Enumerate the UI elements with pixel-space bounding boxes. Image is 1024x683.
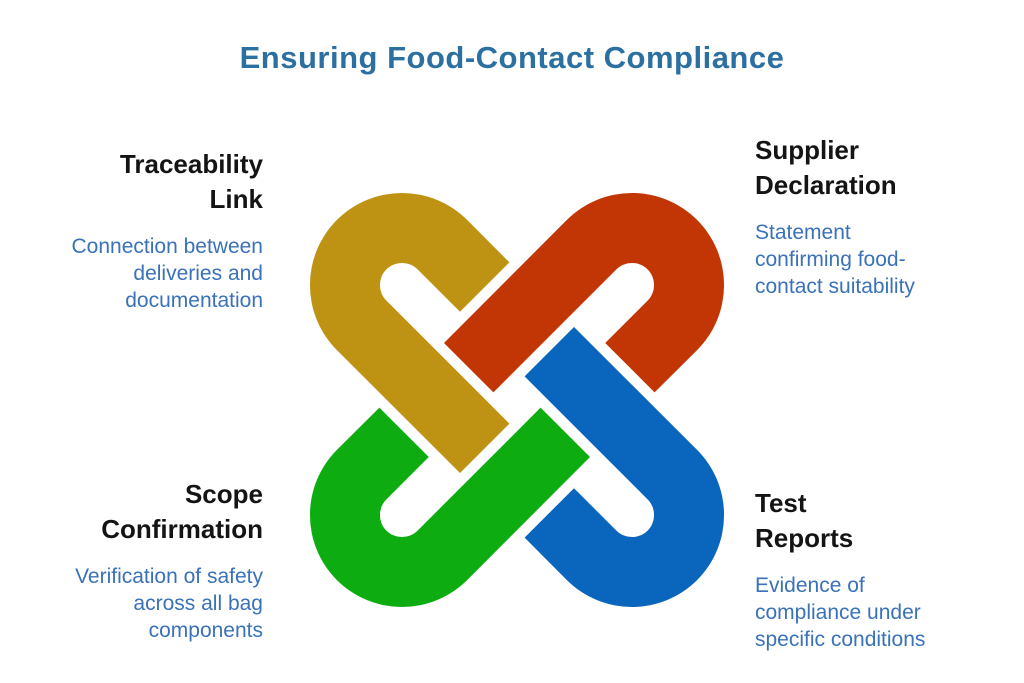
page-title: Ensuring Food-Contact Compliance — [239, 40, 785, 75]
card-test-title-line1: Test — [755, 488, 807, 518]
card-traceability-link: Traceability Link Connection between del… — [23, 147, 263, 314]
card-traceability-title-line1: Traceability — [119, 149, 263, 179]
card-supplier-title-line2: Declaration — [755, 170, 897, 200]
card-supplier-title-line1: Supplier — [755, 135, 860, 165]
card-supplier-title: Supplier Declaration — [755, 133, 990, 203]
compliance-knot-graphic — [309, 192, 725, 608]
card-scope-title: Scope Confirmation — [23, 477, 263, 547]
card-test-description: Evidence of compliance under specific co… — [755, 574, 926, 651]
card-test-title: Test Reports — [755, 486, 990, 556]
card-scope-title-line2: Confirmation — [101, 514, 263, 544]
knot-segment-red-icon — [444, 192, 725, 393]
knot-segment-blue-icon — [524, 327, 725, 608]
card-traceability-description: Connection between deliveries and docume… — [71, 235, 263, 312]
knot-segment-gold-icon — [309, 192, 510, 474]
card-traceability-title: Traceability Link — [23, 147, 263, 217]
card-test-title-line2: Reports — [755, 523, 854, 553]
card-scope-description: Verification of safety across all bag co… — [75, 565, 263, 642]
card-scope-title-line1: Scope — [184, 479, 263, 509]
card-supplier-declaration: Supplier Declaration Statement confirmin… — [755, 133, 990, 300]
card-traceability-title-line2: Link — [209, 184, 263, 214]
card-test-reports: Test Reports Evidence of compliance unde… — [755, 486, 990, 653]
card-supplier-description: Statement confirming food- contact suita… — [755, 221, 915, 298]
card-scope-confirmation: Scope Confirmation Verification of safet… — [23, 477, 263, 644]
knot-segment-green-icon — [309, 407, 590, 608]
